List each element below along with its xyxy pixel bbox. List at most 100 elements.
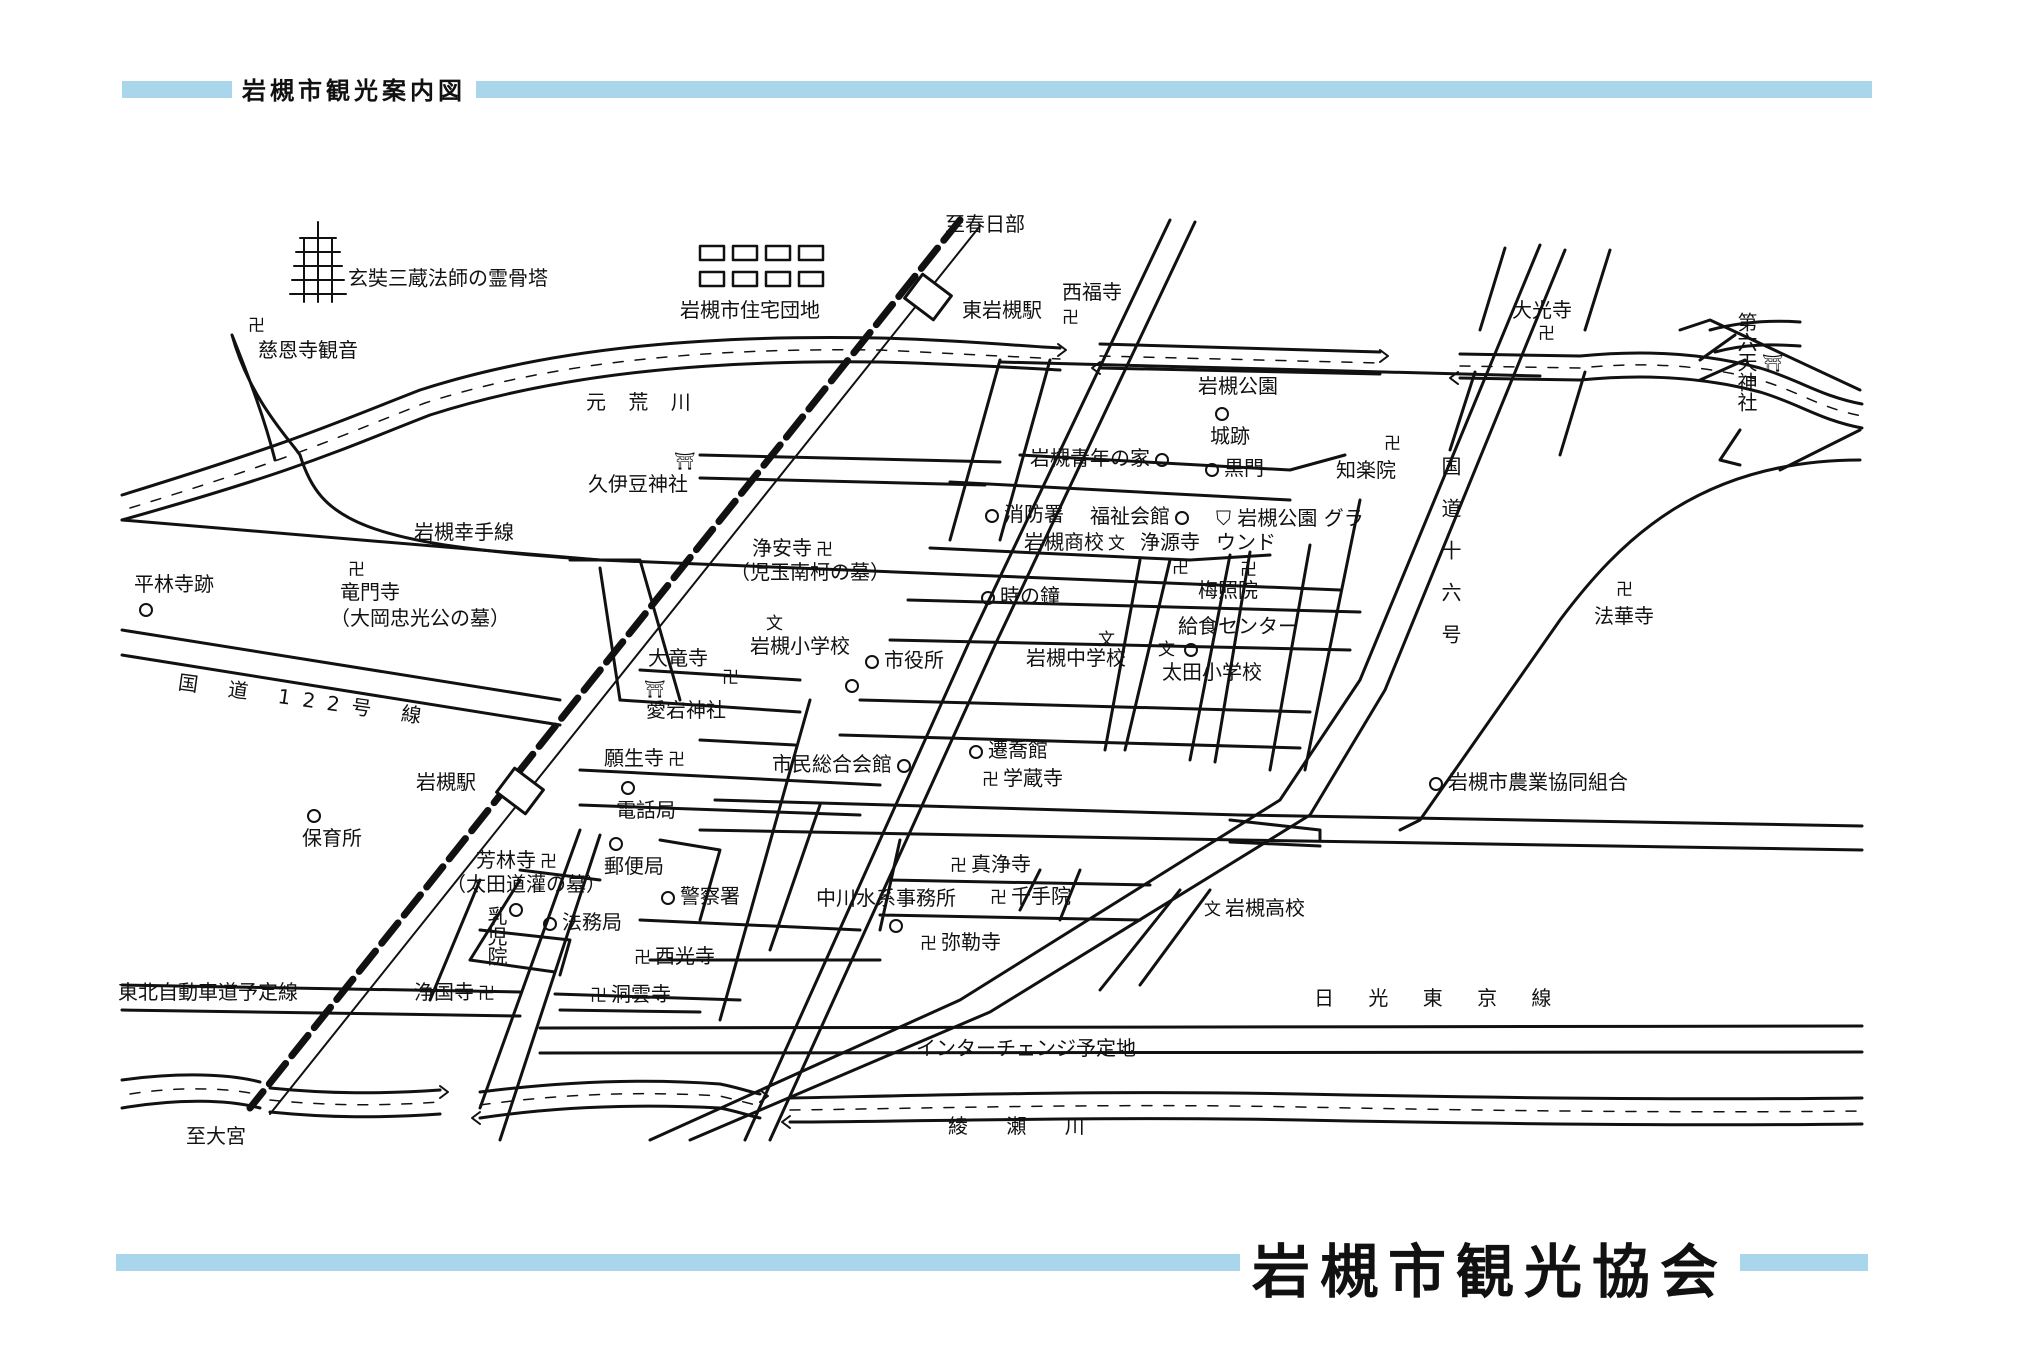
ota-dokan-label: （太田道灌の墓） [446, 872, 606, 896]
nakagawa-marker [884, 912, 908, 936]
facility-icon [1205, 462, 1219, 477]
temple-icon: 卍 [668, 750, 685, 770]
daikoji-marker: 卍 [1534, 320, 1559, 346]
park-label: 岩槻公園 [1198, 374, 1278, 398]
kyushoku-label: 給食センター [1178, 614, 1298, 638]
temple-icon: 卍 [950, 856, 967, 876]
facility-icon [1429, 776, 1443, 791]
jokokuji-label: 浄国寺卍 [414, 980, 495, 1004]
fire-label: 消防署 [980, 502, 1064, 526]
pagoda-icon [289, 221, 347, 303]
temple-icon: 卍 [722, 668, 739, 688]
ground-icon: ⛉ [1216, 506, 1231, 530]
temple-icon: 卍 [982, 770, 999, 790]
cityhall-marker [840, 672, 864, 696]
temple-icon: 卍 [920, 934, 937, 954]
atago-marker: ⛩ [640, 676, 670, 702]
shrine-icon: ⛩ [644, 680, 666, 700]
temple-icon: 卍 [1240, 560, 1257, 580]
housing-blocks [698, 244, 825, 288]
iwatsuki-elem-marker: 文 [762, 610, 787, 636]
horinji-label: 芳林寺卍 [476, 848, 557, 872]
saifukuji-label: 西福寺 [1062, 280, 1122, 304]
tokinokane-label: 時の鐘 [976, 584, 1060, 608]
temple-icon: 卍 [816, 540, 833, 560]
tohoku-exp-label: 東北自動車道予定線 [118, 980, 298, 1004]
nakagawa-label: 中川水系事務所 [816, 886, 956, 910]
joanji-label: 浄安寺卍 [752, 536, 833, 560]
nikko-tokyo-label: 日 光 東 京 線 [1314, 986, 1566, 1010]
route16-label: 国道十六号 [1438, 456, 1462, 666]
facility-icon [609, 836, 623, 851]
temple-icon: 卍 [634, 948, 651, 968]
shinjoji-label: 卍真浄寺 [950, 852, 1031, 876]
baishoin-label: 梅照院 [1198, 578, 1258, 602]
temple-icon: 卍 [478, 984, 495, 1004]
pagoda-label: 玄奘三蔵法師の霊骨塔 [348, 266, 548, 290]
atago-label: 愛宕神社 [646, 698, 726, 722]
tounji-label: 卍洞雲寺 [590, 982, 671, 1006]
dairoku-marker: ⛩ [1758, 350, 1788, 376]
nyuji-label: 乳児院 [484, 906, 508, 966]
iwatsuki-jh-label: 岩槻中学校 [1026, 646, 1126, 670]
school-icon: 文 [1108, 534, 1125, 554]
facility-icon [1184, 642, 1198, 657]
facility-icon [543, 916, 557, 931]
sengyokan-label: 遷喬館 [964, 738, 1048, 762]
header-band [122, 81, 1872, 98]
kodama-label: （児玉南柯の墓） [730, 560, 890, 584]
moto-arakawa-river [120, 319, 1864, 522]
facility-icon [661, 890, 675, 905]
shimin-label: 市民総合会館 [772, 752, 916, 776]
ganshoji-label: 願生寺卍 [604, 746, 685, 770]
chirakuin-label: 知楽院 [1336, 458, 1396, 482]
iwatsuki-satte-label: 岩槻幸手線 [414, 520, 514, 544]
school-icon: 文 [1098, 630, 1115, 650]
hokkeji-marker: 卍 [1612, 576, 1637, 602]
saikoji-label: 卍西光寺 [634, 944, 715, 968]
temple-icon: 卍 [1538, 324, 1555, 344]
youth-label: 岩槻青年の家 [1030, 446, 1174, 470]
facility-icon [1155, 452, 1169, 467]
senjuin-label: 卍千手院 [990, 884, 1071, 908]
shrine-icon: ⛩ [1762, 354, 1784, 374]
temple-icon: 卍 [540, 852, 557, 872]
ota-elem-label: 文 [1154, 636, 1203, 662]
railway [246, 216, 981, 1115]
school-icon: 文 [766, 614, 783, 634]
mirokuji-label: 卍弥勒寺 [920, 930, 1001, 954]
facility-icon [889, 918, 903, 933]
kuizu-marker: ⛩ [670, 448, 700, 474]
temple-icon: 卍 [348, 560, 365, 580]
facility-icon [897, 758, 911, 773]
facility-icon [509, 902, 523, 917]
koko-label: 文岩槻高校 [1204, 896, 1305, 920]
hokkeji-label: 法華寺 [1594, 604, 1654, 628]
school-icon: 文 [1158, 640, 1175, 660]
kuromon-label: 黒門 [1200, 456, 1264, 480]
moto-arakawa-label: 元 荒 川 [586, 390, 699, 414]
jogenji-marker: 卍 [1168, 554, 1193, 580]
facility-icon [139, 602, 153, 617]
school-icon: 文 [1204, 900, 1221, 920]
yubin-label: 郵便局 [604, 830, 664, 878]
chirakuin-marker: 卍 [1380, 430, 1405, 456]
denwa-label: 電話局 [616, 774, 676, 822]
ota-elem-text: 太田小学校 [1162, 660, 1262, 684]
temple-icon: 卍 [1384, 434, 1401, 454]
station-higashi-iwatsuki: 東岩槻駅 [962, 298, 1042, 322]
facility-icon [969, 744, 983, 759]
facility-icon [621, 780, 635, 795]
dairyuji-marker: 卍 [718, 664, 743, 690]
castle-label: 城跡 [1210, 400, 1250, 448]
publisher-name: 岩槻市観光協会 [1240, 1232, 1741, 1312]
facility-icon [307, 808, 321, 823]
ryumonji-marker: 卍 [344, 556, 369, 582]
shrine-icon: ⛩ [674, 452, 696, 472]
nyuji-marker [504, 896, 528, 920]
facility-icon [845, 678, 859, 693]
ooka-label: （大岡忠光公の墓） [330, 606, 510, 630]
dairyuji-label: 大竜寺 [648, 646, 708, 670]
baishoin-marker: 卍 [1236, 556, 1261, 582]
iwatsuki-elem-label: 岩槻小学校 [750, 634, 850, 658]
